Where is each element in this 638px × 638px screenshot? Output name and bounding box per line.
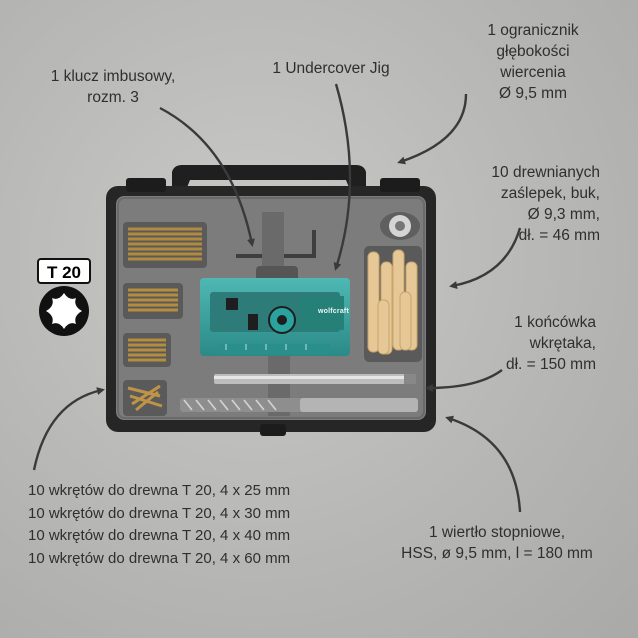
label-jig: 1 Undercover Jig [272,60,390,77]
label-drill: 1 wiertło stopniowe, HSS, ø 9,5 mm, l = … [384,522,610,564]
label-line: dł. = 150 mm [505,356,596,373]
label-line: 1 końcówka [514,314,596,331]
wooden-dowels [364,246,422,362]
label-line: głębokości [496,43,570,60]
label-line: zaślepek, buk, [500,185,600,202]
depth-stop [380,212,420,240]
label-screws: 10 wkrętów do drewna T 20, 4 x 25 mm 10 … [28,480,290,570]
screw-compartment-30mm [123,333,171,367]
label-line: dł. = 46 mm [518,227,600,244]
arrow-depth-stop [397,93,468,165]
label-line: HSS, ø 9,5 mm, l = 180 mm [401,545,593,562]
arrow-hex-key [159,106,255,247]
driver-bit [214,374,416,384]
step-drill [180,398,418,412]
label-hex-key: 1 klucz imbusowy, rozm. 3 [30,66,196,108]
label-line: wkrętaka, [529,335,596,352]
label-line: Ø 9,3 mm, [527,206,600,223]
label-line: 10 wkrętów do drewna T 20, 4 x 25 mm [28,482,291,499]
label-dowels: 10 drewnianych zaślepek, buk, Ø 9,3 mm, … [440,162,600,246]
arrow-bit [425,369,503,392]
torx-size-label: T 20 [37,258,91,284]
label-line: 1 wiertło stopniowe, [428,524,566,541]
torx-icon [39,286,89,336]
screw-compartment-40mm [123,283,183,319]
label-line: rozm. 3 [87,89,139,106]
label-line: wiercenia [500,64,566,81]
label-line: 10 drewnianych [491,164,600,181]
undercover-jig [200,278,350,356]
label-line: 10 wkrętów do drewna T 20, 4 x 60 mm [28,549,291,567]
label-depth-stop: 1 ogranicznik głębokości wiercenia Ø 9,5… [452,20,614,104]
arrow-dowels [449,227,522,290]
label-line: 1 klucz imbusowy, [50,68,176,85]
arrow-screws [32,387,105,471]
arrow-jig [333,83,352,271]
arrow-drill [445,415,522,513]
screw-compartment-25mm [123,380,167,416]
screw-compartment-60mm [123,222,207,268]
jig-brand-label: wolfcraft [318,308,349,315]
label-line: 10 wkrętów do drewna T 20, 4 x 40 mm [28,527,291,544]
label-bit: 1 końcówka wkrętaka, dł. = 150 mm [440,312,596,375]
case-handle [172,165,366,190]
label-line: Ø 9,5 mm [498,85,568,102]
label-line: 1 ogranicznik [487,22,579,39]
label-line: 10 wkrętów do drewna T 20, 4 x 30 mm [28,504,291,522]
